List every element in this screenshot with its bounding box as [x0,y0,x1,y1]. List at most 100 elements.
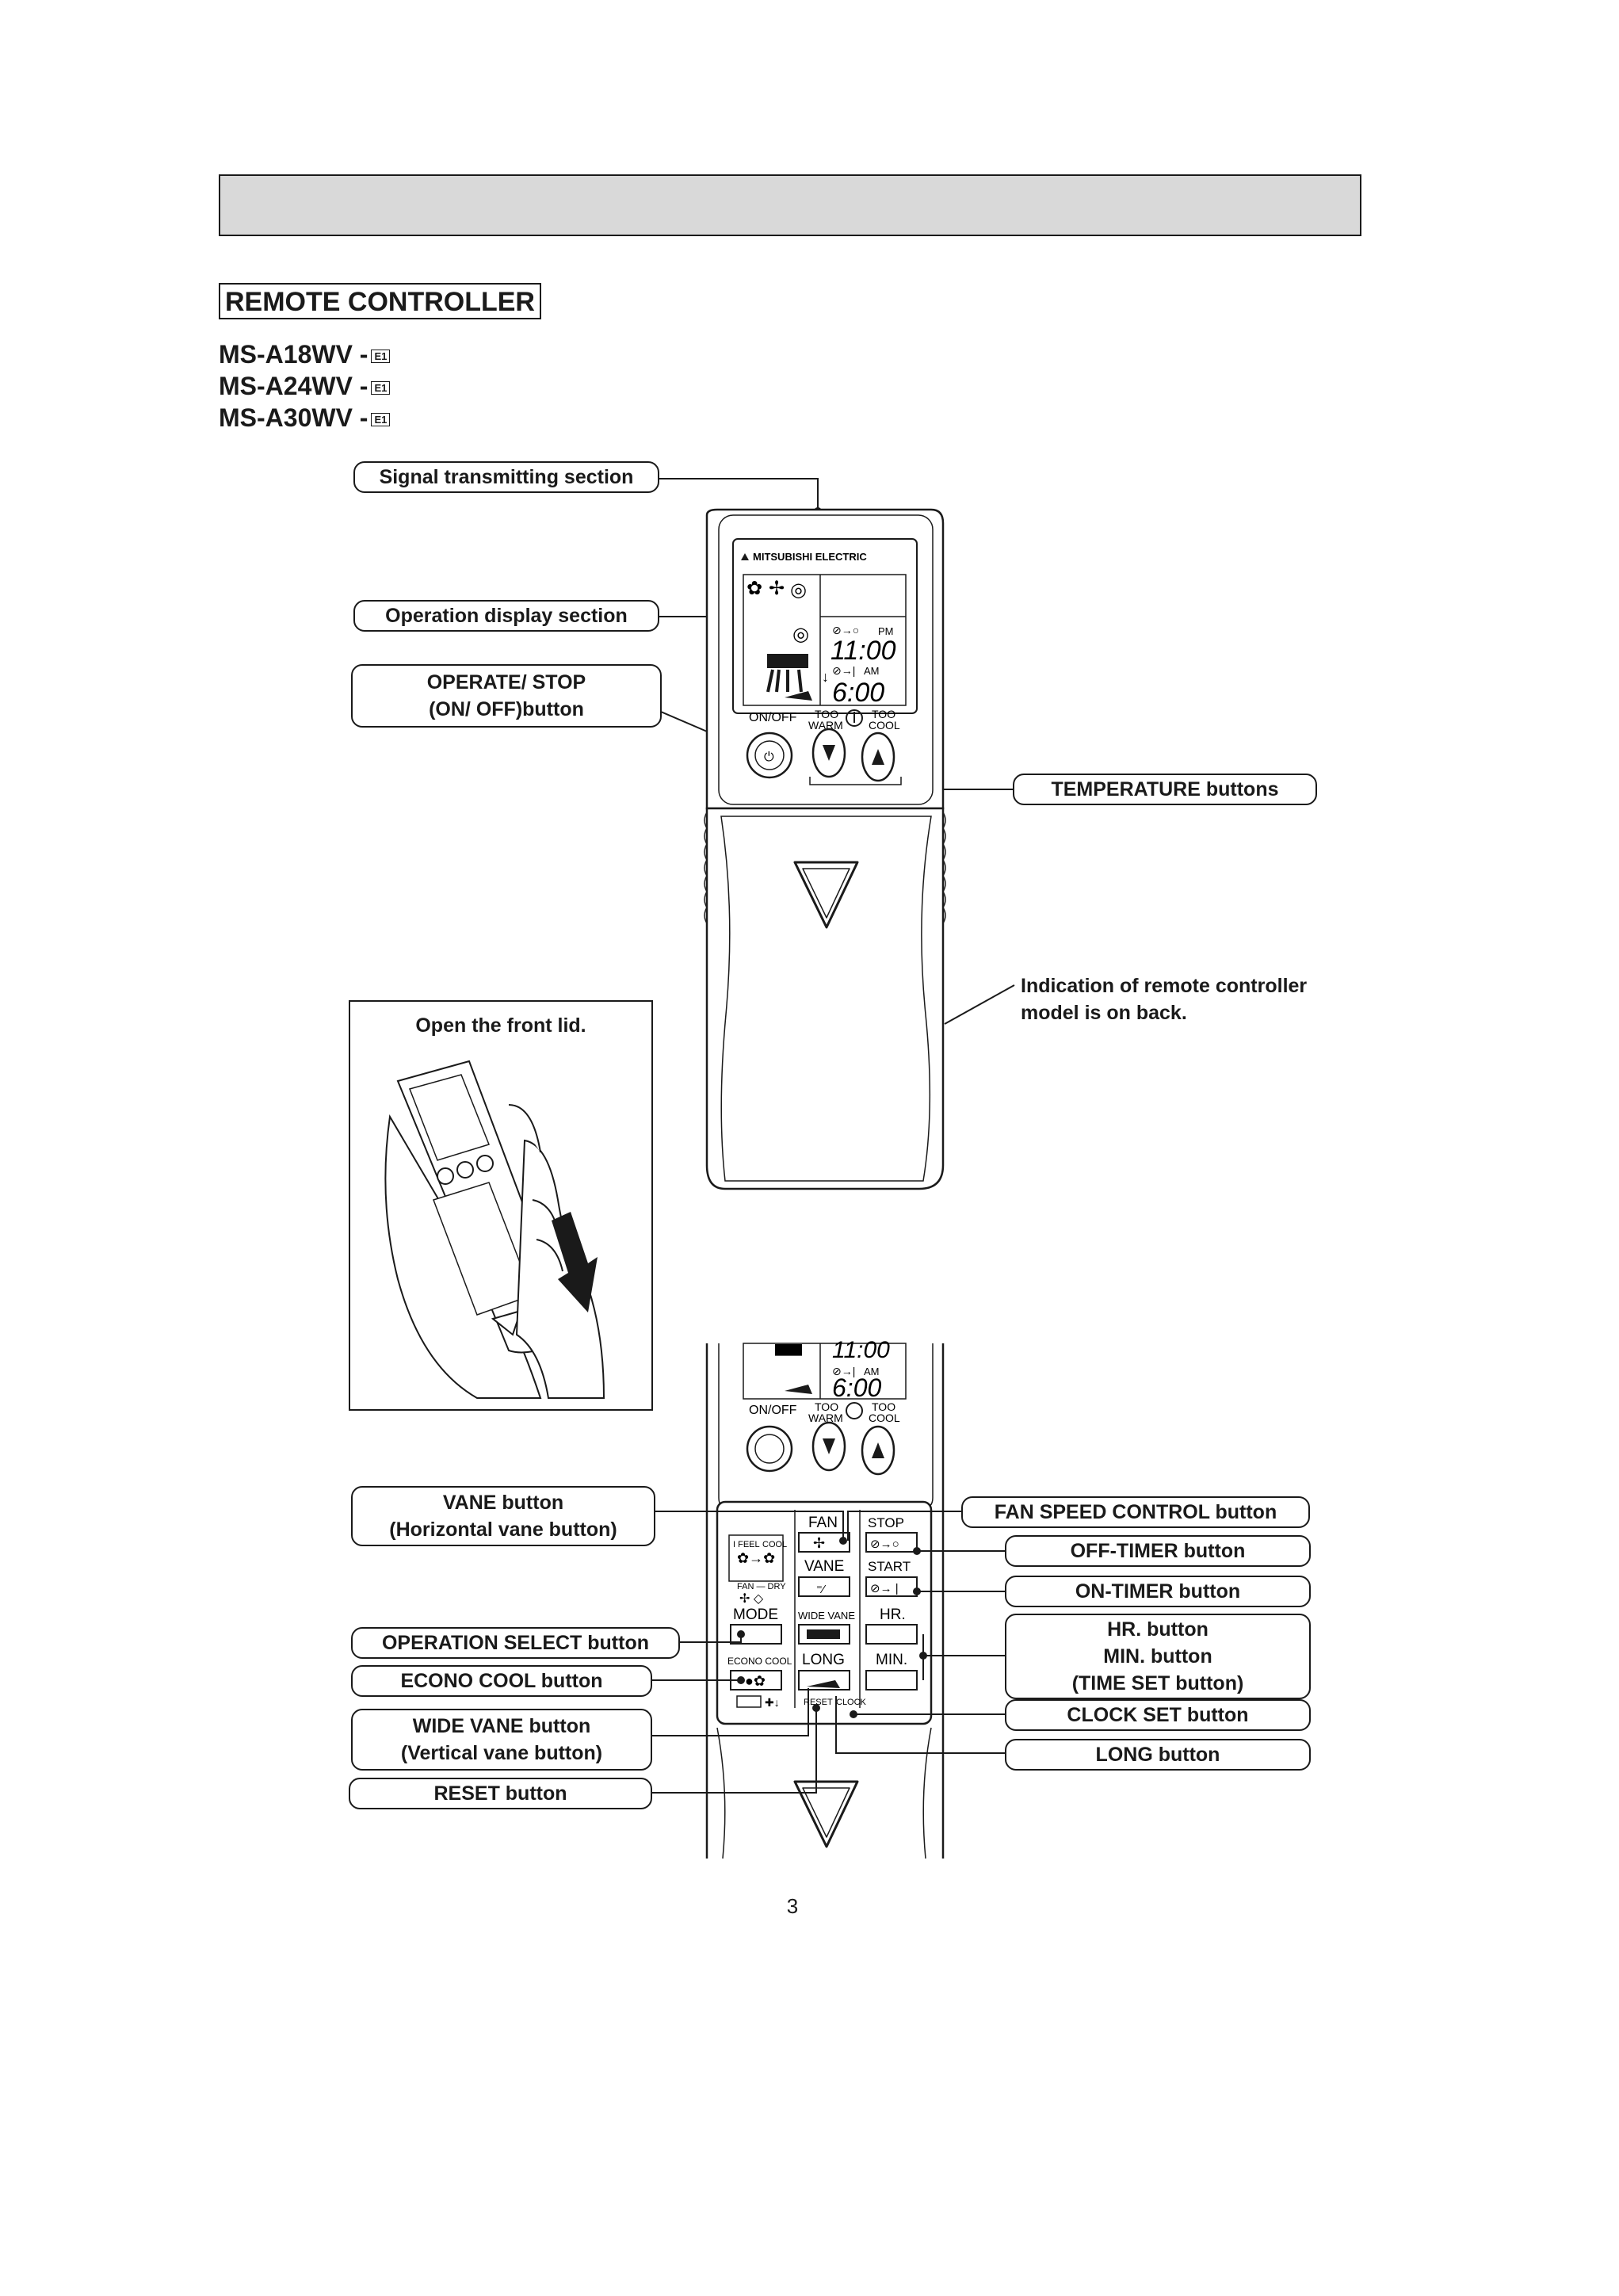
model-badge: E1 [371,381,391,395]
cool-label-2: COOL [869,1412,900,1424]
time-display-1: 11:00 [831,636,896,666]
header-bar [219,174,1361,236]
fan-dry-label: FAN — DRY [737,1582,786,1591]
callout-temperature: TEMPERATURE buttons [1013,774,1317,805]
arrow-down-icon: ✚↓ [765,1696,780,1709]
callout-wide-vane: WIDE VANE button (Vertical vane button) [351,1709,652,1771]
fan-label: FAN [808,1515,838,1531]
callout-wide-vane-line2: (Vertical vane button) [400,1742,603,1764]
on-off-label-2: ON/OFF [749,1404,797,1417]
long-icon [807,1680,840,1688]
down-triangle-icon [823,745,835,761]
callout-hr-line3: (TIME SET button) [1071,1672,1244,1694]
stop-label: STOP [868,1515,904,1530]
warm-label-2: WARM [808,1412,843,1424]
too-warm-label-2: TOO [815,1400,838,1413]
hr-label: HR. [880,1606,906,1623]
indication-line1: Indication of remote controller [1021,975,1308,997]
callout-operate: OPERATE/ STOP (ON/ OFF)button [351,664,662,728]
fan-speed-icon [785,691,812,701]
callout-operation-select: OPERATION SELECT button [351,1627,680,1659]
vane-icon: ⁼⁄ [816,1583,827,1596]
indication-line2: model is on back. [1021,1002,1187,1024]
model-name: MS-A30WV - [219,403,368,432]
hr-button[interactable] [865,1624,918,1645]
model-line-2: MS-A24WV -E1 [219,371,391,401]
model-line-3: MS-A30WV -E1 [219,403,391,433]
cool-label: COOL [869,719,900,732]
min-button[interactable] [865,1670,918,1690]
indication-note: Indication of remote controller model is… [1021,972,1307,1026]
slide-down-arrow-icon [552,1212,598,1312]
pm-label: PM [878,625,894,637]
off-timer-display-icon: ⊘→○ [832,624,859,636]
am-label: AM [864,665,880,677]
callout-fan-speed: FAN SPEED CONTROL button [961,1496,1310,1528]
hand-illustration [384,1060,605,1399]
start-label: START [868,1559,911,1574]
callout-long: LONG button [1005,1739,1311,1771]
on-off-label: ON/OFF [749,711,797,724]
clock-label: CLOCK [836,1698,867,1707]
callout-hr-line1: HR. button [1107,1618,1209,1641]
callout-hr-min: HR. button MIN. button (TIME SET button) [1005,1614,1311,1699]
battery-icon [736,1695,762,1708]
vane-swing-icon: ◎ [792,624,809,645]
callout-display: Operation display section [353,600,659,632]
time-display-1-partial: 11:00 [832,1337,890,1363]
cool-mode-icon: ✿ [746,578,762,599]
callout-on-timer: ON-TIMER button [1005,1576,1311,1607]
brand-logo: MITSUBISHI ELECTRIC [753,551,867,563]
callout-signal: Signal transmitting section [353,461,659,493]
callout-wide-vane-line1: WIDE VANE button [412,1715,591,1737]
warm-label: WARM [808,719,843,732]
off-timer-icon: ⊘→○ [870,1538,899,1551]
model-name: MS-A24WV - [219,372,368,400]
on-timer-button[interactable] [865,1576,918,1597]
vane-indicator-icon-2: ▀▀ [775,1344,802,1366]
callout-clock-set: CLOCK SET button [1005,1699,1311,1731]
vane-button[interactable] [798,1576,850,1597]
temp-icon-2 [846,1402,863,1419]
open-lid-title: Open the front lid. [415,1014,586,1037]
fan-speed-icon-2 [785,1385,812,1394]
callout-operate-line2: (ON/ OFF)button [429,698,584,720]
model-name: MS-A18WV - [219,340,368,369]
i-feel-icon: ✿→✿ [737,1550,775,1566]
section-title: REMOTE CONTROLLER [219,283,541,319]
brand-mark-icon [736,553,749,560]
open-lid-panel: Open the front lid. [349,1000,653,1411]
too-cool-label: TOO [872,708,895,720]
down-arrow-icon: ↓ [822,669,829,685]
callout-reset: RESET button [349,1778,652,1809]
page-number: 3 [786,1894,799,1918]
temp-icon [846,709,863,727]
callout-econo-cool: ECONO COOL button [351,1665,652,1697]
on-timer-display-icon: ⊘→| [832,664,855,677]
reset-label: RESET [804,1698,833,1707]
callout-vane-line2: (Horizontal vane button) [389,1519,617,1541]
econo-cool-icon: ●✿ [745,1673,766,1689]
off-timer-button[interactable] [865,1532,918,1553]
i-feel-label: I FEEL [733,1540,760,1549]
fan-mode-icon: ✢ [769,578,785,599]
callout-operate-line1: OPERATE/ STOP [426,671,586,693]
model-line-1: MS-A18WV -E1 [219,339,391,369]
too-warm-label: TOO [815,708,838,720]
callout-hr-line2: MIN. button [1103,1645,1212,1668]
long-label: LONG [802,1652,845,1668]
am-label-2: AM [864,1366,880,1377]
wide-vane-icon [807,1629,840,1639]
wide-vane-label: WIDE VANE [798,1610,855,1622]
callout-off-timer: OFF-TIMER button [1005,1535,1311,1567]
auto-mode-icon: ◎ [790,579,807,601]
min-label: MIN. [876,1652,907,1668]
vane-label: VANE [804,1558,844,1575]
fan-icon: ✢ [813,1535,825,1551]
callout-vane: VANE button (Horizontal vane button) [351,1486,655,1546]
time-display-2-partial: 6:00 [832,1373,881,1402]
power-icon: ⏻ [764,751,774,764]
too-cool-label-2: TOO [872,1400,895,1413]
